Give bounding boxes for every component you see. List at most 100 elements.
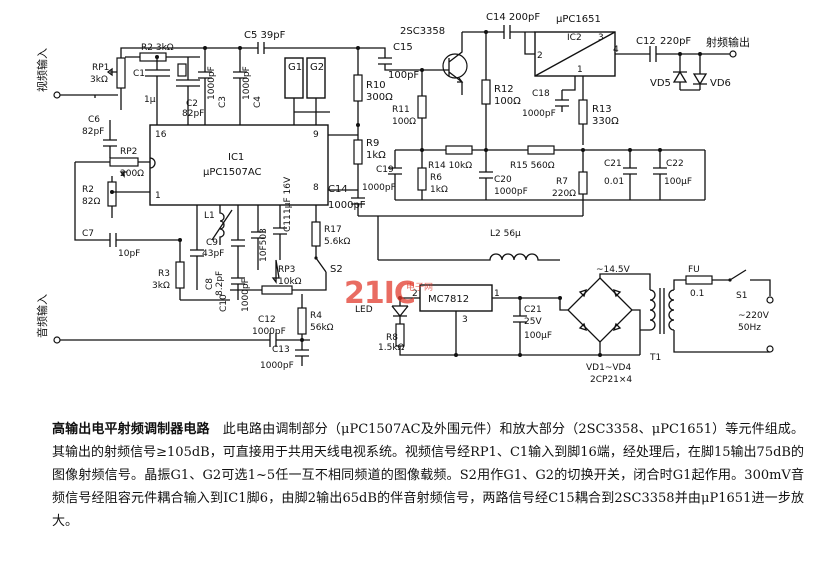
- caption-title: 高输出电平射频调制器电路: [52, 422, 210, 437]
- svg-text:1000pF: 1000pF: [207, 66, 217, 100]
- svg-text:1kΩ: 1kΩ: [430, 185, 448, 195]
- c11-capacitor: C11 1μF 16V: [273, 176, 293, 260]
- svg-text:C2: C2: [186, 99, 198, 109]
- bridge-rectifier: ~14.5V VD1~VD4 2CP21×4: [559, 265, 651, 385]
- r17-resistor: R17 5.6kΩ: [311, 205, 351, 258]
- svg-text:300Ω: 300Ω: [366, 92, 393, 103]
- diode-vd5: VD5: [650, 54, 688, 90]
- c2-capacitor: C2 82pF: [176, 57, 204, 119]
- svg-text:VD5: VD5: [650, 78, 671, 89]
- caption: 高输出电平射频调制器电路 此电路由调制部分（μPC1507AC及外围元件）和放大…: [52, 418, 804, 533]
- r2-resistor-left: R2 82Ω: [82, 176, 150, 218]
- svg-text:C12: C12: [258, 315, 276, 325]
- svg-text:3kΩ: 3kΩ: [90, 75, 108, 85]
- c8-capacitor: C8 8.2pF: [190, 205, 225, 296]
- svg-text:C9: C9: [206, 238, 218, 248]
- svg-text:R11: R11: [392, 105, 410, 115]
- audio-input-label: 音频输入: [35, 294, 49, 338]
- svg-text:100μF: 100μF: [664, 177, 692, 187]
- svg-text:50Hz: 50Hz: [738, 323, 761, 333]
- svg-text:0.1: 0.1: [690, 289, 704, 299]
- svg-text:C7: C7: [82, 229, 94, 239]
- svg-text:10pF: 10pF: [118, 249, 140, 259]
- svg-text:VD6: VD6: [710, 78, 731, 89]
- svg-text:S2: S2: [330, 264, 343, 275]
- r6-resistor: R6 1kΩ: [417, 150, 448, 200]
- svg-text:C1: C1: [133, 69, 145, 79]
- c3-capacitor: C3 1000pF: [198, 48, 228, 112]
- svg-text:C11: C11: [283, 214, 293, 232]
- c14-capacitor-lower: C14 1000pF: [328, 184, 366, 216]
- circuit-diagram: 视频输入 音频输入 RP1 3kΩ R2 3kΩ C1 1μ C2 82pF C…: [35, 12, 774, 385]
- ac-input: ~220V 50Hz: [738, 296, 774, 353]
- svg-text:82Ω: 82Ω: [82, 197, 100, 207]
- svg-text:1: 1: [494, 289, 500, 299]
- svg-text:FU: FU: [688, 265, 700, 275]
- svg-text:100pF: 100pF: [388, 70, 419, 81]
- svg-text:1μF 16V: 1μF 16V: [283, 176, 293, 214]
- c21-capacitor-psu: C21 25V 100μF: [513, 298, 552, 355]
- svg-text:L1: L1: [204, 211, 215, 221]
- c14-capacitor-top: C14 200pF: [462, 12, 540, 39]
- ic1-part: μPC1507AC: [203, 167, 261, 178]
- rf-output-label: 射频输出: [706, 35, 750, 49]
- audio-input: 音频输入: [35, 294, 190, 344]
- svg-text:220pF: 220pF: [660, 36, 691, 47]
- svg-text:2: 2: [412, 289, 418, 299]
- ic2-part: μPC1651: [556, 14, 601, 25]
- c13-capacitor: C13 1000pF: [260, 345, 309, 371]
- svg-text:G2: G2: [310, 62, 324, 73]
- c20-capacitor: C20 1000pF: [479, 150, 528, 200]
- svg-text:2CP21×4: 2CP21×4: [590, 375, 632, 385]
- svg-text:82pF: 82pF: [182, 109, 204, 119]
- svg-text:VD1~VD4: VD1~VD4: [586, 363, 631, 373]
- svg-text:R10: R10: [366, 80, 386, 91]
- c7-capacitor: C7 10pF: [74, 162, 180, 259]
- svg-text:C5 39pF: C5 39pF: [244, 30, 286, 41]
- svg-text:1000pF: 1000pF: [252, 327, 286, 337]
- svg-text:3: 3: [462, 315, 468, 325]
- svg-text:16: 16: [155, 130, 167, 140]
- svg-text:C8: C8: [205, 278, 215, 290]
- svg-text:R9: R9: [366, 138, 379, 149]
- r4-resistor: R4 56kΩ: [297, 294, 334, 345]
- switch-s2: S2: [310, 256, 343, 291]
- fuse-fu: FU 0.1: [685, 265, 730, 299]
- svg-text:1000pF: 1000pF: [260, 361, 294, 371]
- svg-text:100μF: 100μF: [524, 331, 552, 341]
- svg-text:L2 56μ: L2 56μ: [490, 229, 521, 239]
- svg-text:25V: 25V: [524, 317, 542, 327]
- l2-inductor: L2 56μ: [377, 216, 560, 261]
- svg-text:5.6kΩ: 5.6kΩ: [324, 237, 351, 247]
- ic2-amplifier: μPC1651 IC2 3 2 4 1: [524, 14, 640, 77]
- crystal-g1: G1: [284, 57, 304, 112]
- led-indicator: LED: [355, 298, 409, 324]
- rp2-potentiometer: RP2 200Ω: [75, 147, 150, 179]
- svg-text:56kΩ: 56kΩ: [310, 323, 334, 333]
- r9-resistor: R9 1kΩ: [353, 125, 386, 190]
- svg-text:RP2: RP2: [120, 147, 137, 157]
- svg-text:C14 200pF: C14 200pF: [486, 12, 540, 23]
- transistor-q1: 2SC3358: [400, 26, 468, 95]
- cap-10f503: 10F503: [251, 205, 269, 270]
- svg-text:8: 8: [313, 183, 319, 193]
- svg-text:C13: C13: [272, 345, 290, 355]
- svg-text:1000pF: 1000pF: [328, 200, 366, 211]
- c9-capacitor: C9 43pF: [202, 205, 245, 270]
- svg-text:C4: C4: [253, 96, 263, 108]
- svg-text:1000pF: 1000pF: [242, 66, 252, 100]
- svg-text:10kΩ: 10kΩ: [278, 277, 302, 287]
- c6-capacitor: C6 82pF: [82, 115, 117, 158]
- r3-resistor: R3 3kΩ: [152, 240, 185, 300]
- svg-text:0.01: 0.01: [604, 177, 624, 187]
- svg-text:1000pF: 1000pF: [362, 183, 396, 193]
- svg-text:9: 9: [313, 130, 319, 140]
- svg-text:R8: R8: [386, 333, 398, 343]
- r14-resistor: R14 10kΩ: [395, 145, 528, 171]
- svg-text:2: 2: [537, 51, 543, 61]
- svg-text:330Ω: 330Ω: [592, 116, 619, 127]
- junction-dots: [110, 30, 702, 357]
- ground-rail: [358, 150, 706, 217]
- svg-text:R3: R3: [158, 269, 170, 279]
- svg-text:1000pF: 1000pF: [241, 278, 251, 312]
